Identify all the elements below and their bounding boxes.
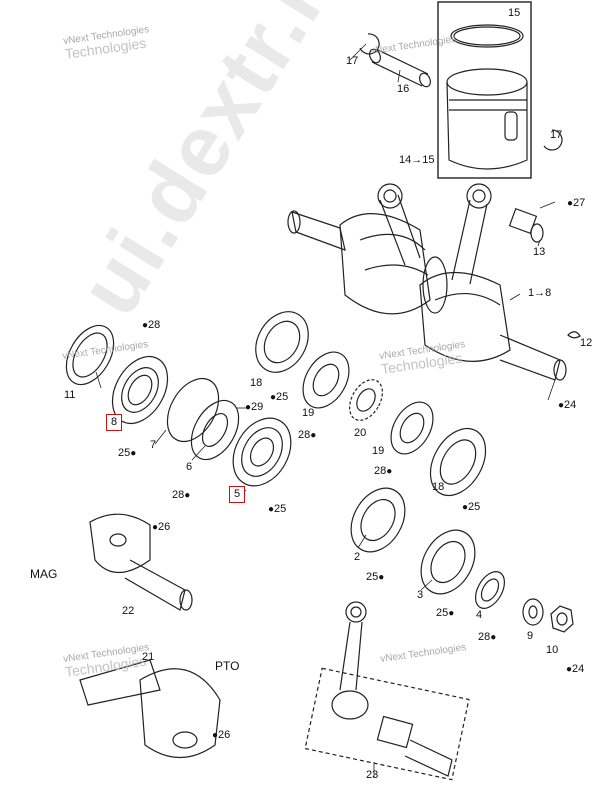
label-18: 18 (250, 377, 263, 389)
label-5: 5 (229, 486, 246, 503)
label-19: 19 (372, 445, 385, 457)
label-27: 27 (573, 197, 586, 209)
label-14-15: 14→15 (399, 154, 435, 166)
piston-ring (450, 24, 524, 48)
label-12: 12 (580, 337, 593, 349)
label-28: 28● (478, 631, 497, 643)
seal-4 (474, 571, 506, 609)
label-24: 24 (572, 663, 585, 675)
label-23: 23 (366, 769, 379, 781)
gear-20 (349, 379, 383, 421)
label-6: 6 (186, 461, 193, 473)
oil-drop-icon: ●26 (152, 521, 171, 533)
label-mag: MAG (30, 567, 58, 581)
label-20: 20 (354, 427, 367, 439)
circlip-17-left (359, 33, 380, 55)
label-25: 25● (436, 607, 455, 619)
label-25: 25 (468, 501, 481, 513)
label-4: 4 (476, 609, 483, 621)
crankshaft-half-21 (79, 659, 221, 758)
oil-drop-icon: ●25 (462, 501, 481, 513)
label-16: 16 (397, 83, 410, 95)
bearing-3 (420, 529, 476, 595)
label-28: 28● (298, 429, 317, 441)
label-25: 25 (276, 391, 289, 403)
nut-10 (550, 605, 574, 633)
bearing-2 (350, 487, 406, 553)
label-15: 15 (508, 7, 521, 19)
label-8: 8 (106, 414, 123, 431)
circlip-17-right (543, 129, 563, 151)
crankshaft-assembly (287, 183, 567, 381)
piston-pin (368, 48, 432, 88)
label-17: 17 (346, 55, 359, 67)
label-26: 26 (158, 521, 171, 533)
label-25: 25 (274, 503, 287, 515)
label-3: 3 (417, 589, 424, 601)
label-13: 13 (533, 246, 546, 258)
label-10: 10 (546, 644, 559, 656)
label-21: 21 (142, 651, 155, 663)
bearing-8 (111, 355, 169, 425)
seal-19-upper (302, 351, 350, 409)
bearing-5 (232, 417, 292, 487)
piston-group-frame (437, 1, 532, 179)
label-25: 25● (118, 447, 137, 459)
label-18: 18 (432, 481, 445, 493)
label-7: 7 (150, 439, 157, 451)
woodruff-key-12 (567, 331, 581, 339)
seal-6 (190, 399, 240, 461)
label-26: 26 (218, 729, 231, 741)
oil-drop-icon: ●27 (567, 197, 586, 209)
label-11: 11 (64, 389, 76, 401)
label-28: 28● (374, 465, 393, 477)
label-25: 25● (366, 571, 385, 583)
label-28: 28● (172, 489, 191, 501)
label-19: 19 (302, 407, 315, 419)
bearing-18-upper (255, 311, 309, 373)
label-17: 17 (550, 129, 563, 141)
ring-7 (166, 377, 220, 443)
oil-drop-icon: ●25 (268, 503, 287, 515)
label-9: 9 (527, 630, 534, 642)
oil-drop-icon: ●29 (245, 401, 264, 413)
oil-drop-icon: ●25 (270, 391, 289, 403)
label-22: 22 (122, 605, 135, 617)
oil-drop-icon: ●24 (566, 663, 585, 675)
seal-19-lower (390, 401, 434, 455)
label-1-8: 1→8 (528, 287, 552, 299)
oil-drop-icon: ●26 (212, 729, 231, 741)
label-28: 28 (148, 319, 161, 331)
label-pto: PTO (215, 659, 240, 673)
bearing-18-lower (429, 427, 487, 497)
label-24: 24 (564, 399, 577, 411)
label-2: 2 (354, 551, 361, 563)
connecting-rod-23 (304, 601, 470, 781)
oil-drop-icon: ●24 (558, 399, 577, 411)
seal-11 (65, 324, 115, 386)
piston (446, 68, 528, 170)
needle-bearing-13 (508, 208, 544, 243)
label-29: 29 (251, 401, 264, 413)
oil-drop-icon: ●28 (142, 319, 161, 331)
washer-9 (522, 598, 544, 626)
crankshaft-half-22 (89, 513, 193, 611)
